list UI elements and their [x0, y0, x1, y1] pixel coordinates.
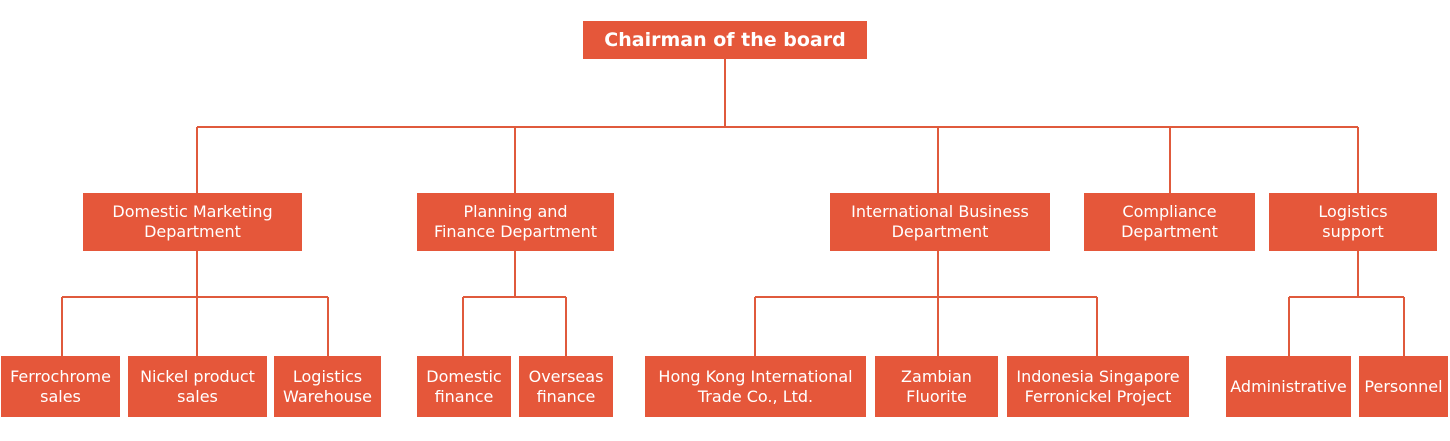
node-logistics-warehouse: Logistics Warehouse: [274, 356, 381, 417]
dept-domestic-marketing: Domestic Marketing Department: [83, 193, 302, 251]
node-overseas-finance: Overseas finance: [519, 356, 613, 417]
node-personnel: Personnel: [1359, 356, 1448, 417]
node-ferrochrome-sales: Ferrochrome sales: [1, 356, 120, 417]
chairman-node: Chairman of the board: [583, 21, 867, 59]
node-indonesia-singapore-ferronickel: Indonesia Singapore Ferronickel Project: [1007, 356, 1189, 417]
node-hong-kong-international-trade: Hong Kong International Trade Co., Ltd.: [645, 356, 866, 417]
dept-international-business: International Business Department: [830, 193, 1050, 251]
dept-compliance: Compliance Department: [1084, 193, 1255, 251]
node-zambian-fluorite: Zambian Fluorite: [875, 356, 998, 417]
node-domestic-finance: Domestic finance: [417, 356, 511, 417]
node-administrative: Administrative: [1226, 356, 1351, 417]
dept-planning-finance: Planning and Finance Department: [417, 193, 614, 251]
dept-logistics-support: Logistics support: [1269, 193, 1437, 251]
node-nickel-product-sales: Nickel product sales: [128, 356, 267, 417]
